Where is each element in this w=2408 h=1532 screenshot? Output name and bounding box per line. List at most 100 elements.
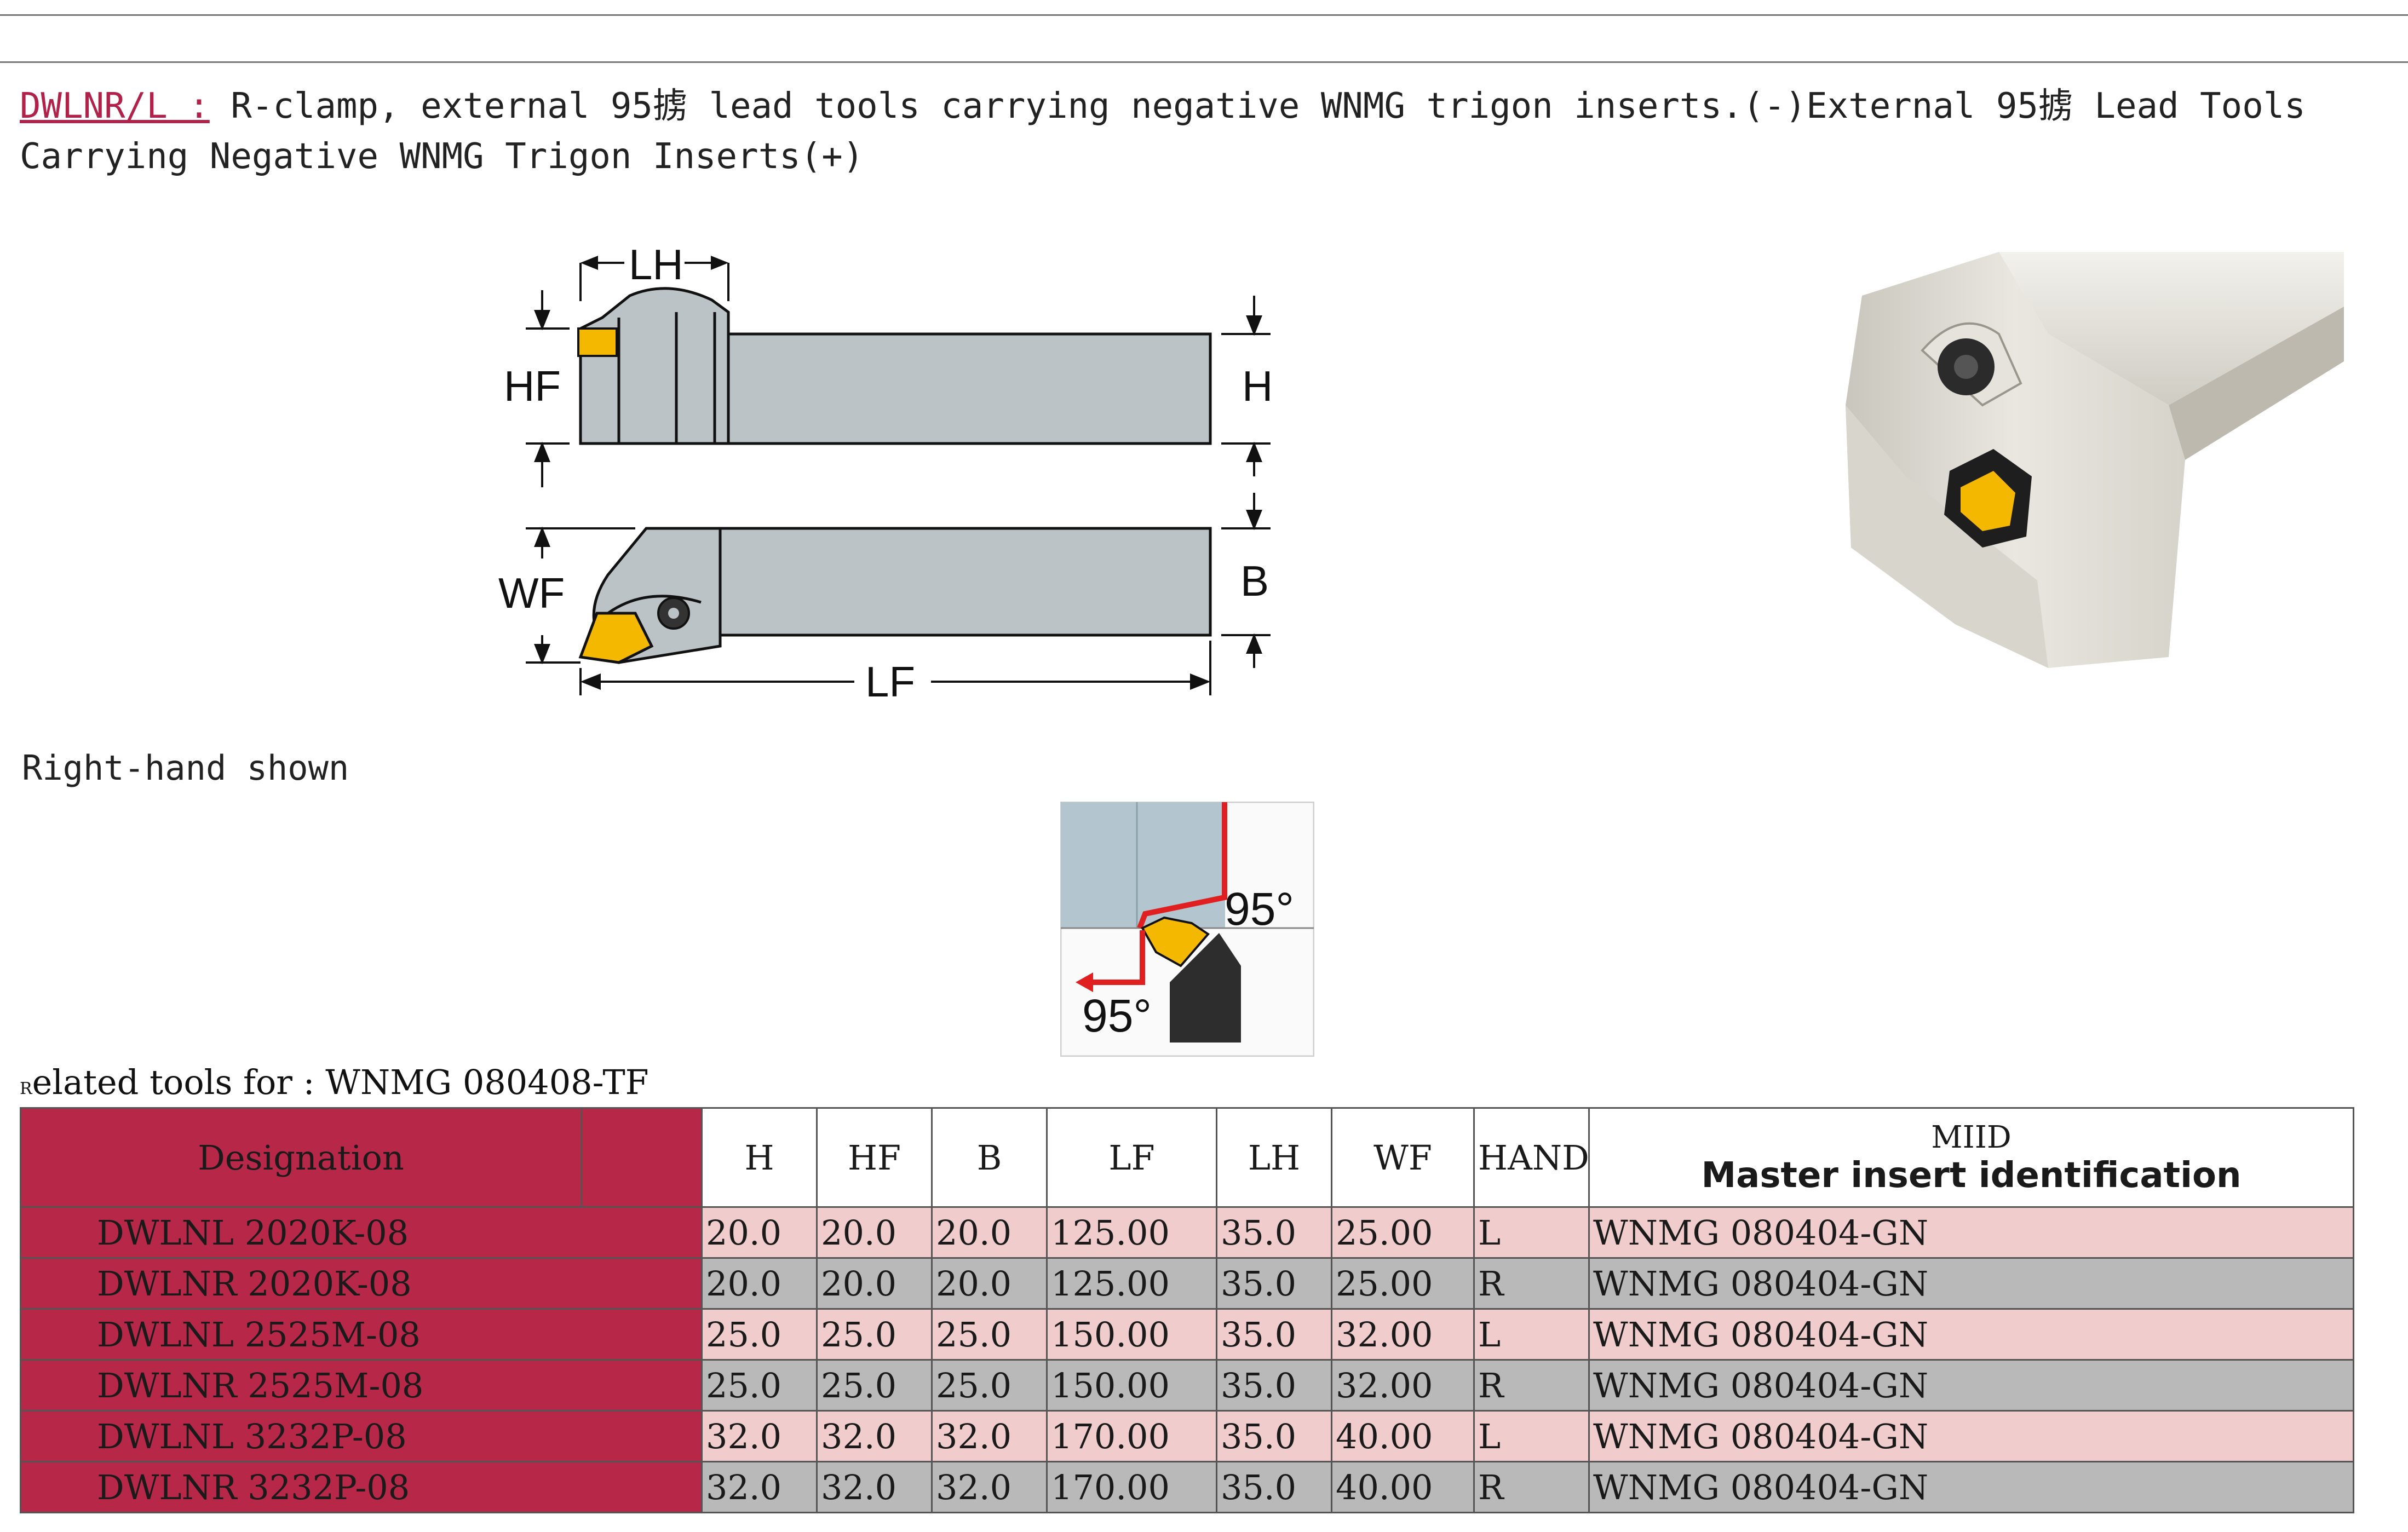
cell-lf: 125.00	[1046, 1257, 1217, 1310]
header-rule	[0, 61, 2408, 63]
cell-b: 32.0	[931, 1410, 1048, 1462]
cell-miid: WNMG 080404-GN	[1588, 1257, 2354, 1310]
cell-miid: WNMG 080404-GN	[1588, 1206, 2354, 1259]
dim-h-label: H	[1242, 362, 1273, 410]
cell-b: 32.0	[931, 1461, 1048, 1513]
cell-h: 20.0	[701, 1257, 818, 1310]
cell-hand: R	[1473, 1359, 1590, 1412]
cell-h: 20.0	[701, 1206, 818, 1259]
cell-designation: DWLNR 2020K-08	[20, 1257, 703, 1310]
lead-angle-diagram: 95° 95°	[1060, 802, 1314, 1057]
table-header-row: Designation H HF B LF LH WF HAND MIID Ma…	[20, 1107, 2354, 1208]
cell-hf: 25.0	[816, 1308, 933, 1361]
cell-wf: 40.00	[1331, 1410, 1475, 1462]
cell-lf: 150.00	[1046, 1359, 1217, 1412]
cell-lf: 150.00	[1046, 1308, 1217, 1361]
col-hf: HF	[816, 1107, 933, 1208]
cell-designation: DWLNL 3232P-08	[20, 1410, 703, 1462]
product-photo	[1846, 252, 2344, 668]
col-designation-extra	[581, 1107, 703, 1208]
cell-designation: DWLNR 2525M-08	[20, 1359, 703, 1412]
cell-lh: 35.0	[1216, 1257, 1332, 1310]
col-b: B	[931, 1107, 1048, 1208]
cell-designation: DWLNL 2020K-08	[20, 1206, 703, 1259]
cell-b: 20.0	[931, 1257, 1048, 1310]
cell-hand: L	[1473, 1410, 1590, 1462]
cell-hf: 25.0	[816, 1359, 933, 1412]
cell-b: 25.0	[931, 1308, 1048, 1361]
top-rule	[0, 14, 2408, 16]
cell-lh: 35.0	[1216, 1410, 1332, 1462]
side-insert	[577, 327, 618, 357]
product-code-link[interactable]: DWLNR/L :	[20, 86, 210, 126]
cell-b: 20.0	[931, 1206, 1048, 1259]
col-designation: Designation	[20, 1107, 582, 1208]
dimension-drawing: LH HF H WF B LF	[498, 240, 1273, 706]
cell-lh: 35.0	[1216, 1359, 1332, 1412]
top-view-shank	[719, 527, 1212, 637]
dim-lh-label: LH	[629, 240, 683, 289]
cell-wf: 25.00	[1331, 1206, 1475, 1259]
related-text: elated tools for : WNMG 080408-TF	[32, 1062, 649, 1102]
cell-wf: 32.00	[1331, 1359, 1475, 1412]
tools-table: Designation H HF B LF LH WF HAND MIID Ma…	[20, 1107, 2354, 1513]
cell-lh: 35.0	[1216, 1308, 1332, 1361]
product-description: R-clamp, external 95掳 lead tools carryin…	[20, 86, 2306, 177]
dim-wf-label: WF	[498, 569, 565, 617]
dim-lf-label: LF	[865, 658, 915, 706]
related-prefix: R	[20, 1079, 32, 1098]
dim-b-label: B	[1240, 557, 1269, 605]
cell-h: 25.0	[701, 1308, 818, 1361]
cell-lh: 35.0	[1216, 1206, 1332, 1259]
cell-h: 25.0	[701, 1359, 818, 1412]
product-heading: DWLNR/L : R-clamp, external 95掳 lead too…	[20, 81, 2375, 182]
col-lf: LF	[1046, 1107, 1217, 1208]
angle-insert	[1141, 916, 1210, 967]
cell-designation: DWLNL 2525M-08	[20, 1308, 703, 1361]
cell-hf: 20.0	[816, 1206, 933, 1259]
cell-hf: 32.0	[816, 1410, 933, 1462]
angle-top-label: 95°	[1225, 883, 1294, 935]
cell-hand: L	[1473, 1308, 1590, 1361]
cell-lf: 170.00	[1046, 1410, 1217, 1462]
cell-wf: 32.00	[1331, 1308, 1475, 1361]
cell-miid: WNMG 080404-GN	[1588, 1410, 2354, 1462]
side-view-shank	[727, 332, 1212, 445]
angle-bottom-label: 95°	[1082, 990, 1152, 1041]
cell-wf: 25.00	[1331, 1257, 1475, 1310]
related-tools-title: Related tools for : WNMG 080408-TF	[20, 1062, 649, 1102]
cell-hand: R	[1473, 1461, 1590, 1513]
cell-h: 32.0	[701, 1461, 818, 1513]
cell-miid: WNMG 080404-GN	[1588, 1308, 2354, 1361]
col-hand: HAND	[1473, 1107, 1590, 1208]
cell-lh: 35.0	[1216, 1461, 1332, 1513]
miid-label: MIID	[1931, 1119, 2012, 1155]
cell-miid: WNMG 080404-GN	[1588, 1359, 2354, 1412]
col-lh: LH	[1216, 1107, 1332, 1208]
cell-hf: 32.0	[816, 1461, 933, 1513]
cell-hf: 20.0	[816, 1257, 933, 1310]
miid-sublabel: Master insert identification	[1701, 1155, 2242, 1196]
top-insert	[578, 612, 654, 664]
cell-lf: 125.00	[1046, 1206, 1217, 1259]
cell-b: 25.0	[931, 1359, 1048, 1412]
right-hand-caption: Right-hand shown	[22, 748, 349, 788]
col-miid: MIID Master insert identification	[1588, 1107, 2354, 1208]
dim-hf-label: HF	[504, 362, 561, 410]
cell-miid: WNMG 080404-GN	[1588, 1461, 2354, 1513]
cell-hand: R	[1473, 1257, 1590, 1310]
cell-hand: L	[1473, 1206, 1590, 1259]
cell-wf: 40.00	[1331, 1461, 1475, 1513]
cell-designation: DWLNR 3232P-08	[20, 1461, 703, 1513]
col-h: H	[701, 1107, 818, 1208]
side-view-head	[579, 287, 730, 445]
cell-lf: 170.00	[1046, 1461, 1217, 1513]
cell-h: 32.0	[701, 1410, 818, 1462]
col-wf: WF	[1331, 1107, 1475, 1208]
